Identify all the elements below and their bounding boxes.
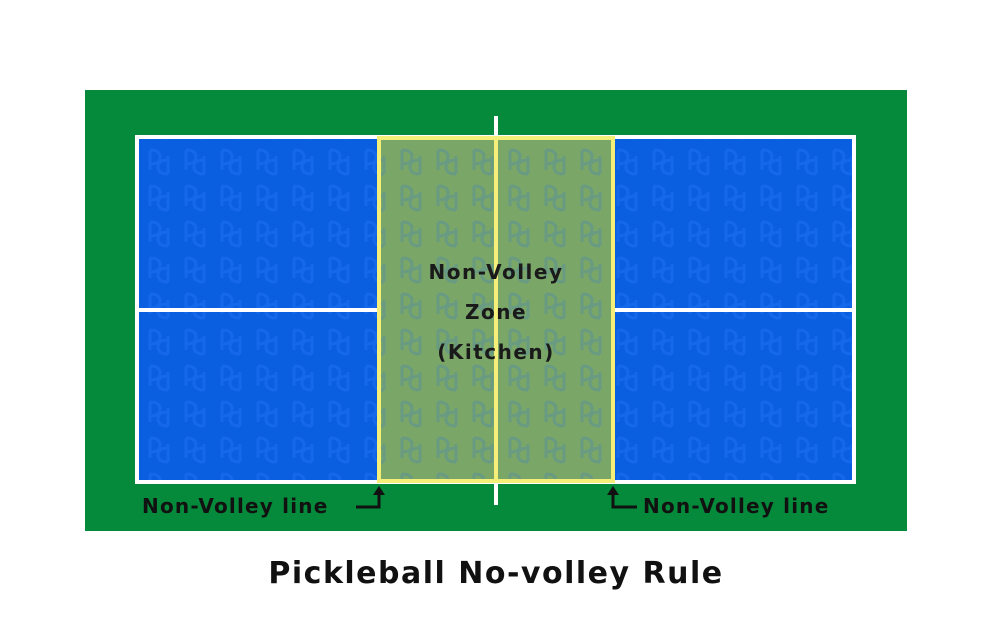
kitchen-label: Non-Volley Zone (Kitchen) [378, 252, 614, 372]
non-volley-line-label-right: Non-Volley line [643, 494, 830, 518]
kitchen-label-line-2: Zone [464, 300, 528, 324]
right-arrow-head-icon [607, 486, 619, 495]
kitchen-label-line-1: Non-Volley [428, 260, 564, 284]
left-arrow-head-icon [373, 486, 385, 495]
kitchen-label-line-3: (Kitchen) [437, 340, 555, 364]
non-volley-line-label-left: Non-Volley line [142, 494, 329, 518]
right-arrow-icon [611, 493, 637, 509]
left-arrow-icon [356, 493, 381, 509]
diagram-caption: Pickleball No-volley Rule [268, 556, 724, 591]
